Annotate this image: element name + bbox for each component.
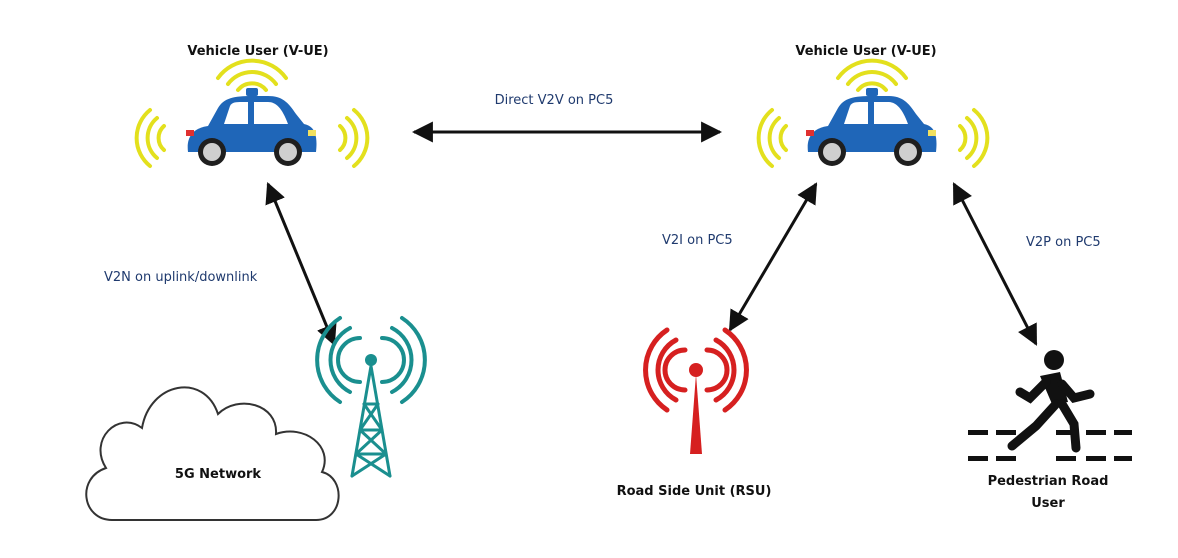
v2n-label: V2N on uplink/downlink bbox=[104, 270, 258, 285]
vehicle-left-signal-left-icon bbox=[134, 108, 166, 168]
pedestrian-icon bbox=[1007, 350, 1095, 453]
rsu-label: Road Side Unit (RSU) bbox=[617, 484, 772, 499]
cloud-icon bbox=[85, 386, 340, 521]
vehicle-right-label: Vehicle User (V-UE) bbox=[795, 44, 936, 59]
vehicle-left-car-icon bbox=[186, 88, 317, 166]
network-label: 5G Network bbox=[175, 467, 262, 482]
v2p-arrow bbox=[952, 182, 1038, 346]
rsu-antenna-icon bbox=[643, 327, 749, 454]
pedestrian-label-line1: Pedestrian Road bbox=[988, 474, 1109, 489]
v2n-arrow bbox=[265, 182, 337, 346]
vehicle-right-car-icon bbox=[806, 88, 937, 166]
v2p-label: V2P on PC5 bbox=[1026, 235, 1101, 250]
vehicle-right-signal-left-icon bbox=[756, 108, 788, 168]
vehicle-left-signal-icon bbox=[216, 58, 288, 92]
v2i-arrow bbox=[728, 182, 818, 332]
v2i-label: V2I on PC5 bbox=[662, 233, 733, 248]
cell-tower-icon bbox=[315, 316, 427, 478]
vehicle-left-signal-right-icon bbox=[338, 108, 370, 168]
pedestrian-label-line2: User bbox=[1031, 496, 1065, 511]
crosswalk-icon bbox=[968, 430, 1132, 461]
v2v-label: Direct V2V on PC5 bbox=[495, 93, 614, 108]
vehicle-left-label: Vehicle User (V-UE) bbox=[187, 44, 328, 59]
vehicle-right-signal-right-icon bbox=[958, 108, 990, 168]
vehicle-right-signal-icon bbox=[836, 58, 908, 92]
